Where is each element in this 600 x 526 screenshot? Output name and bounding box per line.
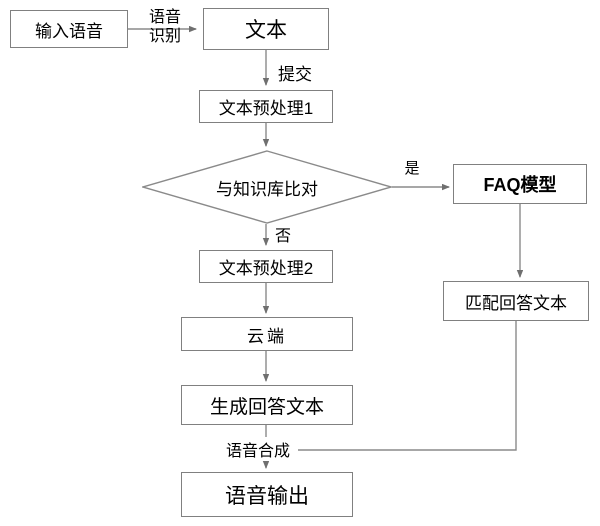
node-voice-output[interactable]: 语音输出	[181, 472, 353, 517]
node-preprocess-2[interactable]: 文本预处理2	[199, 250, 333, 283]
edge-label-no: 否	[274, 228, 291, 245]
node-cloud[interactable]: 云端	[181, 317, 353, 351]
diamond-shape	[142, 150, 392, 224]
edge-label-yes: 是	[404, 160, 420, 177]
edge-label-speech-recognition: 语音 识别	[134, 8, 196, 46]
node-text[interactable]: 文本	[203, 8, 329, 50]
edge-label-speech-recognition-line-2: 识别	[148, 28, 181, 45]
node-input-voice[interactable]: 输入语音	[10, 10, 128, 48]
node-generate-answer-text[interactable]: 生成回答文本	[181, 385, 353, 425]
node-match-answer-text[interactable]: 匹配回答文本	[443, 281, 589, 321]
node-compare-knowledge-base-label: 与知识库比对	[216, 179, 318, 199]
edge-label-speech-recognition-line-1: 语音	[148, 9, 181, 26]
node-compare-knowledge-base[interactable]: 与知识库比对	[142, 150, 392, 224]
edge-label-speech-synthesis: 语音合成	[218, 437, 298, 461]
edge-label-submit: 提交	[278, 65, 312, 84]
node-faq-model[interactable]: FAQ模型	[453, 164, 587, 204]
node-preprocess-1[interactable]: 文本预处理1	[199, 90, 333, 123]
